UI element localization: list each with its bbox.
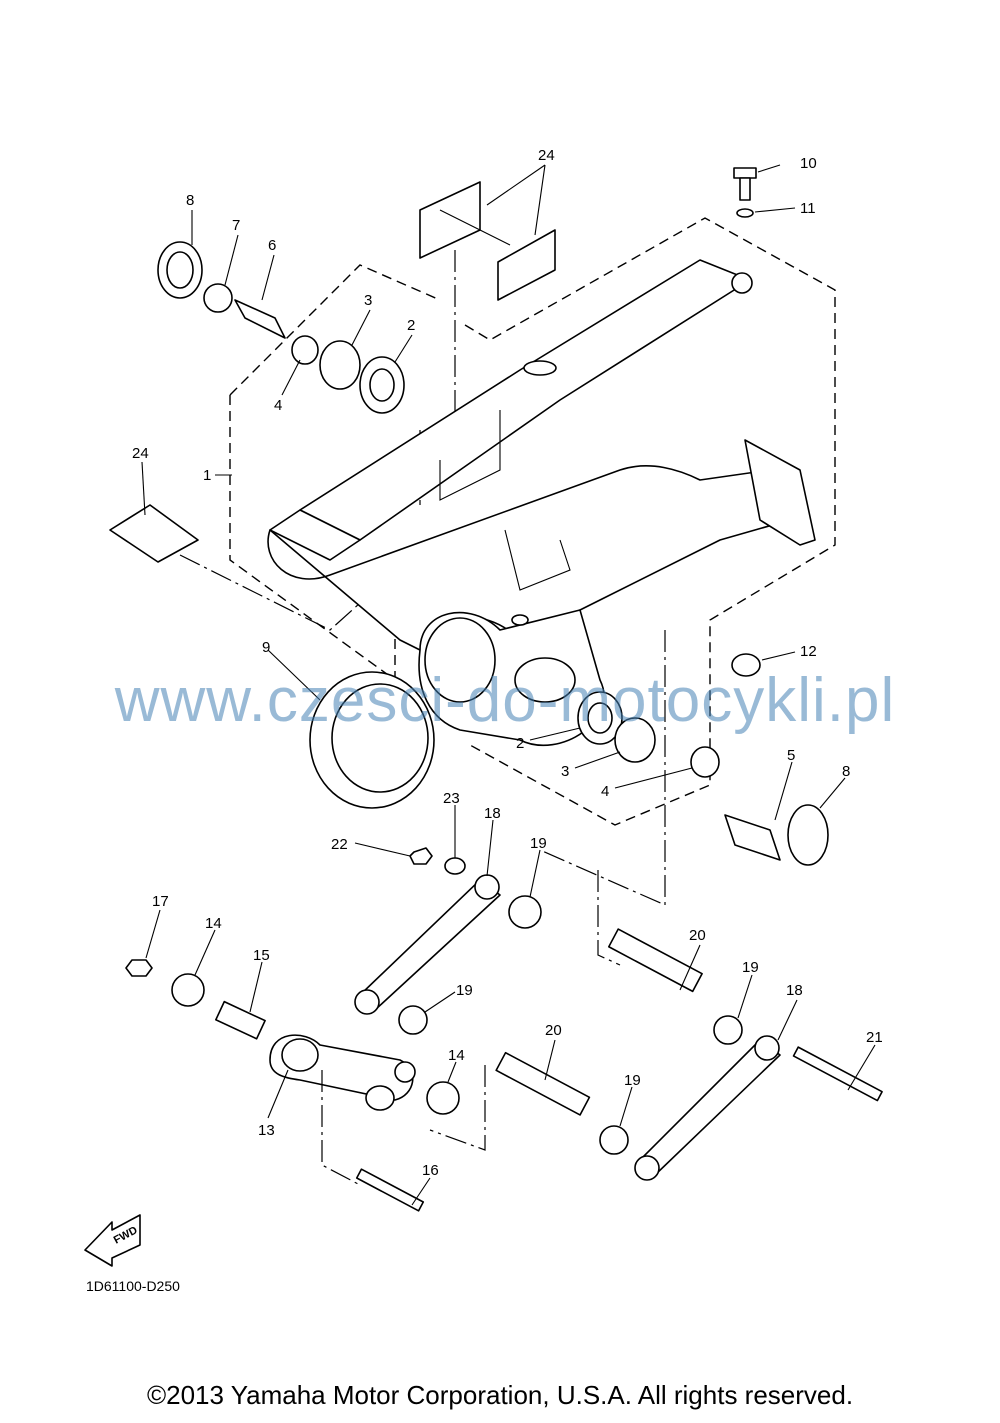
part-label-2-right: 2 <box>516 735 524 752</box>
bolt-10-washer-11 <box>733 167 757 218</box>
part-label-14-right: 14 <box>448 1047 465 1064</box>
part-label-22: 22 <box>331 836 348 853</box>
part-label-3-left: 3 <box>364 292 372 309</box>
part-label-19-a: 19 <box>530 835 547 852</box>
part-label-20-right: 20 <box>689 927 706 944</box>
part-label-12: 12 <box>800 643 817 660</box>
relay-arm-13 <box>269 1034 416 1111</box>
part-label-8-left: 8 <box>186 192 194 209</box>
part-label-18-lower: 18 <box>786 982 803 999</box>
part-label-13: 13 <box>258 1122 275 1139</box>
part-label-18-upper: 18 <box>484 805 501 822</box>
leader-lines <box>141 164 876 1206</box>
part-label-19-c: 19 <box>456 982 473 999</box>
part-number-labels: 24 8 7 6 3 2 4 24 1 10 11 9 12 2 3 4 5 8… <box>132 147 883 1179</box>
diagram-code: 1D61100-D250 <box>86 1278 180 1294</box>
pivot-parts-right <box>577 691 829 866</box>
cap-12 <box>731 653 761 677</box>
part-label-24-left: 24 <box>132 445 149 462</box>
part-label-14-left: 14 <box>205 915 222 932</box>
part-label-24-top: 24 <box>538 147 555 164</box>
part-label-19-b: 19 <box>742 959 759 976</box>
pivot-parts-left <box>157 241 405 414</box>
part-label-4-right: 4 <box>601 783 609 800</box>
ring-9 <box>309 671 435 809</box>
part-label-17: 17 <box>152 893 169 910</box>
bolts-nuts <box>125 847 883 1212</box>
part-label-16: 16 <box>422 1162 439 1179</box>
fwd-arrow-icon: FWD <box>84 1214 141 1267</box>
part-label-23: 23 <box>443 790 460 807</box>
swing-arm <box>267 259 816 651</box>
part-label-5: 5 <box>787 747 795 764</box>
watermark: www.czesci-do-motocykli.pl <box>114 666 896 735</box>
part-label-7: 7 <box>232 217 240 234</box>
part-label-3-right: 3 <box>561 763 569 780</box>
connecting-rod-18-lower <box>634 1035 781 1181</box>
collars-spacers <box>171 895 743 1155</box>
decal-24-top <box>419 181 556 301</box>
decal-24-left <box>109 504 199 563</box>
part-label-15: 15 <box>253 947 270 964</box>
part-label-1: 1 <box>203 467 211 484</box>
connecting-rod-18-upper <box>354 874 501 1015</box>
part-label-4-left: 4 <box>274 397 282 414</box>
part-label-19-d: 19 <box>624 1072 641 1089</box>
part-label-21: 21 <box>866 1029 883 1046</box>
copyright-notice: ©2013 Yamaha Motor Corporation, U.S.A. A… <box>146 1380 854 1410</box>
part-label-6: 6 <box>268 237 276 254</box>
part-label-8-right: 8 <box>842 763 850 780</box>
part-label-2-left: 2 <box>407 317 415 334</box>
part-label-10: 10 <box>800 155 817 172</box>
part-label-11: 11 <box>800 200 816 217</box>
part-label-9: 9 <box>262 639 270 656</box>
part-label-20-center: 20 <box>545 1022 562 1039</box>
